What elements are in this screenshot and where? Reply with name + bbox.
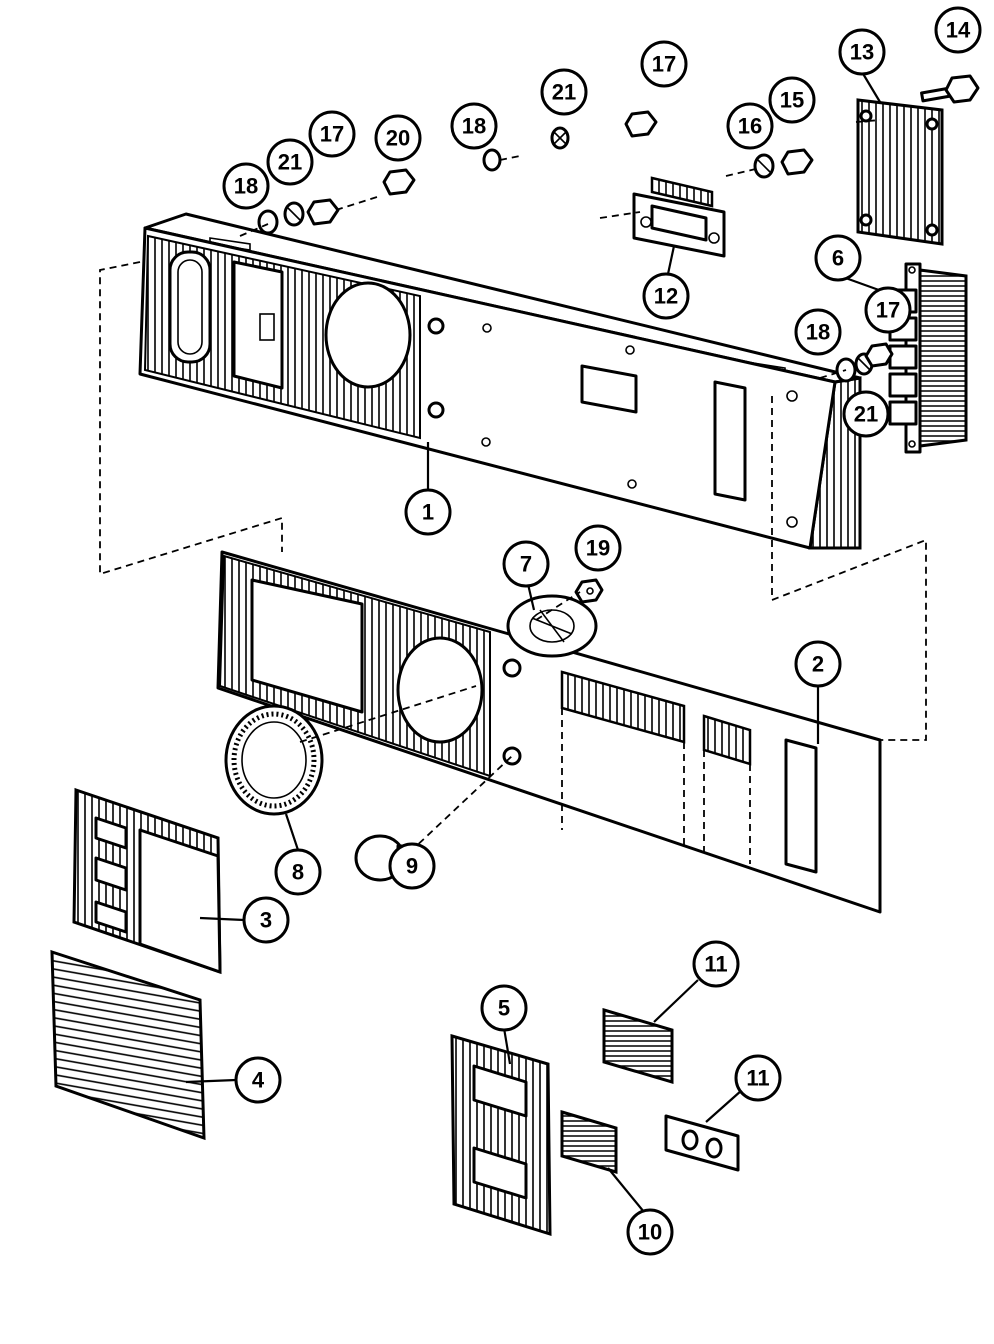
svg-text:20: 20	[386, 126, 410, 151]
svg-text:9: 9	[406, 854, 418, 879]
ring-bezel	[224, 704, 324, 816]
svg-text:14: 14	[946, 18, 971, 43]
svg-text:17: 17	[320, 122, 344, 147]
callouts: 1 2 3 4 5 6 7 8	[222, 6, 982, 1256]
callout-6: 6	[814, 234, 862, 282]
callout-18-middle: 18	[450, 102, 498, 150]
callout-12: 12	[642, 272, 690, 320]
svg-text:15: 15	[780, 88, 804, 113]
svg-text:8: 8	[292, 860, 304, 885]
callout-21-right: 21	[842, 390, 890, 438]
svg-text:7: 7	[520, 552, 532, 577]
svg-text:17: 17	[652, 52, 676, 77]
svg-text:4: 4	[252, 1068, 265, 1093]
svg-text:3: 3	[260, 908, 272, 933]
svg-text:21: 21	[278, 150, 302, 175]
right-bezel	[450, 1033, 552, 1237]
svg-text:6: 6	[832, 246, 844, 271]
svg-text:12: 12	[654, 284, 678, 309]
callout-9: 9	[388, 842, 436, 890]
svg-text:18: 18	[806, 320, 830, 345]
rear-control-panel	[138, 212, 862, 550]
svg-text:11: 11	[704, 952, 727, 977]
callout-2: 2	[794, 640, 842, 688]
front-control-panel	[216, 550, 882, 914]
svg-text:16: 16	[738, 114, 762, 139]
callout-14: 14	[934, 6, 982, 54]
callout-5: 5	[480, 984, 528, 1032]
callout-11-lower: 11	[734, 1054, 782, 1102]
svg-text:13: 13	[850, 40, 874, 65]
screw	[920, 74, 980, 104]
svg-text:5: 5	[498, 996, 510, 1021]
callout-17-left: 17	[308, 110, 356, 158]
callout-11-upper: 11	[692, 940, 740, 988]
callout-20: 20	[374, 114, 422, 162]
svg-text:21: 21	[552, 80, 576, 105]
svg-text:2: 2	[812, 652, 824, 677]
callout-21-top: 21	[540, 68, 588, 116]
callout-17-right: 17	[864, 286, 912, 334]
callout-4: 4	[234, 1056, 282, 1104]
callout-10: 10	[626, 1208, 674, 1256]
svg-text:10: 10	[638, 1220, 662, 1245]
left-louver-cover	[50, 949, 206, 1141]
svg-text:18: 18	[462, 114, 486, 139]
callout-18-left: 18	[222, 162, 270, 210]
left-bezel	[72, 787, 222, 975]
callout-15: 15	[768, 76, 816, 124]
callout-17-top: 17	[640, 40, 688, 88]
callout-7: 7	[502, 540, 550, 588]
svg-text:19: 19	[586, 536, 610, 561]
svg-text:18: 18	[234, 174, 258, 199]
svg-text:11: 11	[746, 1066, 769, 1091]
timer-mechanism	[506, 594, 598, 658]
callout-1: 1	[404, 488, 452, 536]
button-cap-upper	[602, 1007, 674, 1085]
hardware	[257, 110, 894, 604]
svg-text:17: 17	[876, 298, 900, 323]
button-cap-lower	[664, 1114, 740, 1172]
callout-19: 19	[574, 524, 622, 572]
callout-16: 16	[726, 102, 774, 150]
callout-21-left: 21	[266, 138, 314, 186]
cover-plate	[856, 98, 944, 246]
callout-18-right: 18	[794, 308, 842, 356]
mounting-bracket	[632, 176, 726, 258]
callout-13: 13	[838, 28, 886, 76]
small-push-button	[560, 1109, 618, 1175]
svg-text:21: 21	[854, 402, 878, 427]
alignment-lines	[99, 119, 927, 853]
callout-8: 8	[274, 848, 322, 896]
svg-text:1: 1	[422, 500, 434, 525]
callout-3: 3	[242, 896, 290, 944]
